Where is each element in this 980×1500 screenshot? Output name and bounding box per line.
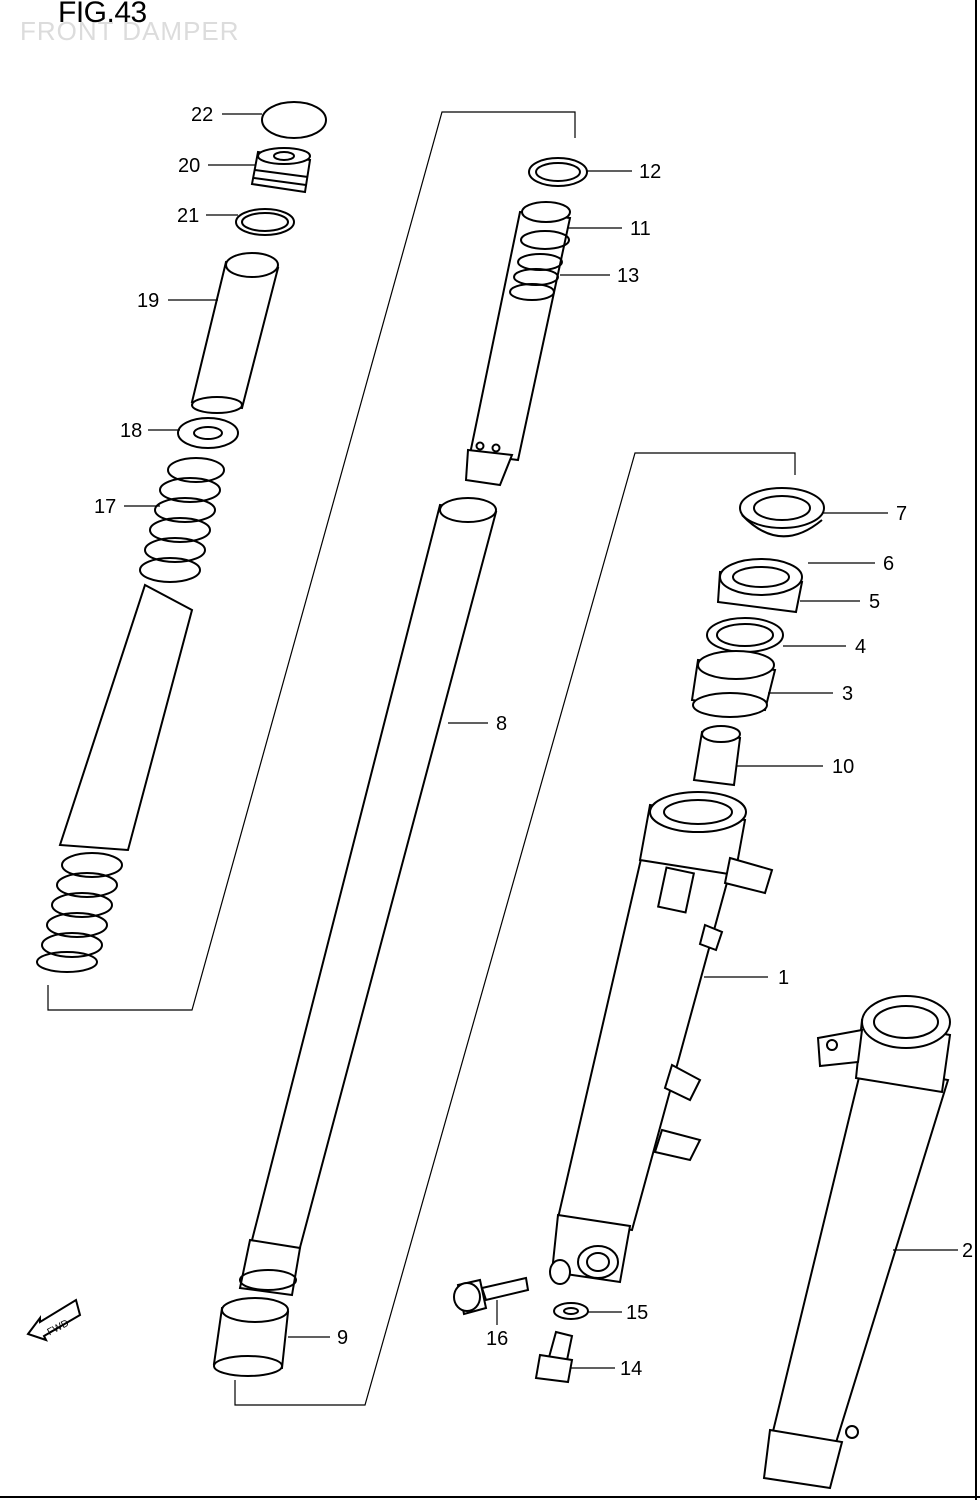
callout-labels: 22 20 21 19 18 17 12 11 13 8 7 6 5 4 3 1… — [94, 104, 973, 1380]
oil-seal-5 — [716, 558, 804, 614]
callout-19: 19 — [137, 290, 159, 312]
outer-tube-2 — [762, 995, 952, 1490]
callout-9: 9 — [337, 1327, 348, 1349]
callout-16: 16 — [486, 1328, 508, 1350]
cap-bolt-20 — [250, 147, 312, 194]
callout-14: 14 — [620, 1358, 642, 1380]
bushing-3 — [690, 650, 777, 718]
callout-15: 15 — [626, 1302, 648, 1324]
leader-lines — [124, 113, 958, 1369]
damper-rod-11-13 — [464, 201, 572, 487]
bolt-14 — [534, 1330, 574, 1384]
callout-10: 10 — [832, 756, 854, 778]
piece-10 — [692, 725, 742, 787]
outer-tube-bracket — [234, 452, 796, 1406]
callout-2: 2 — [962, 1240, 973, 1262]
bolt-16 — [453, 1276, 530, 1316]
inner-tube-8 — [238, 497, 498, 1297]
callout-6: 6 — [883, 553, 894, 575]
figure-title: FIG.43 — [58, 0, 147, 29]
callout-3: 3 — [842, 683, 853, 705]
callout-21: 21 — [177, 205, 199, 227]
callout-18: 18 — [120, 420, 142, 442]
callout-13: 13 — [617, 265, 639, 287]
callout-5: 5 — [869, 591, 880, 613]
callout-20: 20 — [178, 155, 200, 177]
callout-17: 17 — [94, 496, 116, 518]
bushing-9 — [212, 1297, 290, 1377]
spacer-19 — [190, 252, 280, 414]
callout-8: 8 — [496, 713, 507, 735]
cap-22 — [261, 101, 327, 139]
callout-11: 11 — [630, 218, 651, 240]
spring-17 — [36, 457, 225, 973]
callout-1: 1 — [778, 967, 789, 989]
figure-subtitle: FRONT DAMPER — [20, 16, 240, 46]
outer-tube-1 — [549, 791, 774, 1285]
callout-22: 22 — [191, 104, 213, 126]
callout-12: 12 — [639, 161, 661, 183]
inner-assembly-bracket — [47, 111, 576, 1011]
callout-4: 4 — [855, 636, 866, 658]
callout-7: 7 — [896, 503, 907, 525]
fwd-arrow-icon: FWD — [26, 1298, 82, 1342]
dust-seal-7 — [739, 487, 825, 538]
